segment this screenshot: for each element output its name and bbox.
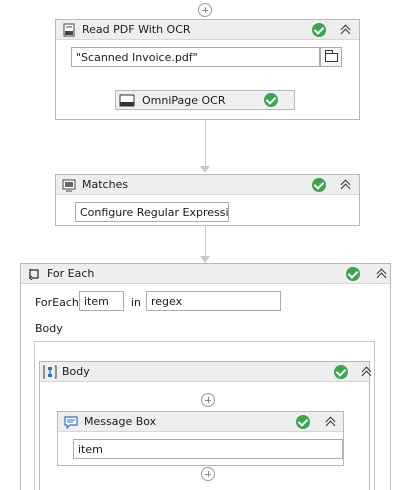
add-activity-button[interactable]: [201, 467, 215, 481]
collapse-chevrons-icon[interactable]: [324, 414, 338, 430]
omnipage-ocr-title: OmniPage OCR: [142, 94, 226, 107]
foreach-label: ForEach: [35, 296, 79, 309]
body-label: Body: [35, 322, 63, 335]
sequence-icon: [43, 365, 57, 379]
message-text-input[interactable]: item: [73, 439, 343, 459]
message-box-activity[interactable]: Message Box item: [57, 411, 344, 466]
for-each-title: For Each: [47, 267, 95, 280]
validation-ok-icon: [312, 178, 326, 192]
collapse-chevrons-icon[interactable]: [339, 177, 353, 193]
for-each-body-drop-area[interactable]: Body Message Box item: [34, 341, 375, 490]
loop-arrow-icon: [29, 269, 39, 281]
body-sequence-header[interactable]: Body: [40, 362, 369, 382]
add-activity-top-button[interactable]: [198, 3, 212, 17]
connector-line: [205, 120, 206, 167]
validation-ok-icon: [346, 267, 360, 281]
collapse-chevrons-icon[interactable]: [360, 364, 374, 380]
pdf-document-icon: [63, 23, 75, 37]
add-activity-button[interactable]: [201, 393, 215, 407]
foreach-collection-input[interactable]: regex: [146, 291, 281, 311]
connector-arrow-icon: [200, 256, 210, 263]
foreach-item-input[interactable]: item: [79, 291, 124, 311]
collapse-chevrons-icon[interactable]: [339, 22, 353, 38]
message-box-header[interactable]: Message Box: [58, 412, 343, 432]
matches-header[interactable]: Matches: [56, 175, 359, 195]
read-pdf-title: Read PDF With OCR: [82, 23, 191, 36]
folder-icon: [325, 50, 338, 62]
validation-ok-icon: [312, 23, 326, 37]
connector-arrow-icon: [200, 166, 210, 173]
connector-line: [205, 226, 206, 257]
message-box-title: Message Box: [84, 415, 157, 428]
for-each-header[interactable]: For Each: [21, 264, 390, 284]
configure-regex-button[interactable]: Configure Regular Expression...: [75, 202, 229, 222]
body-sequence-activity[interactable]: Body Message Box item: [39, 361, 370, 490]
browse-folder-button[interactable]: [320, 47, 342, 67]
validation-ok-icon: [334, 365, 348, 379]
body-sequence-title: Body: [62, 365, 90, 378]
read-pdf-header[interactable]: Read PDF With OCR: [56, 20, 359, 40]
omnipage-ocr-activity[interactable]: OmniPage OCR: [115, 90, 295, 110]
pdf-file-name-input[interactable]: "Scanned Invoice.pdf": [71, 47, 320, 67]
in-label: in: [131, 296, 142, 309]
message-bubble-icon: [64, 416, 78, 429]
matches-title: Matches: [82, 178, 129, 191]
validation-ok-icon: [264, 93, 278, 107]
ocr-scanner-icon: [119, 94, 135, 107]
matches-screen-icon: [62, 179, 76, 192]
for-each-activity[interactable]: For Each ForEach item in regex Body Body: [20, 263, 391, 490]
validation-ok-icon: [296, 415, 310, 429]
collapse-chevrons-icon[interactable]: [375, 266, 389, 282]
matches-activity[interactable]: Matches Configure Regular Expression...: [55, 174, 360, 226]
read-pdf-with-ocr-activity[interactable]: Read PDF With OCR "Scanned Invoice.pdf" …: [55, 19, 360, 120]
